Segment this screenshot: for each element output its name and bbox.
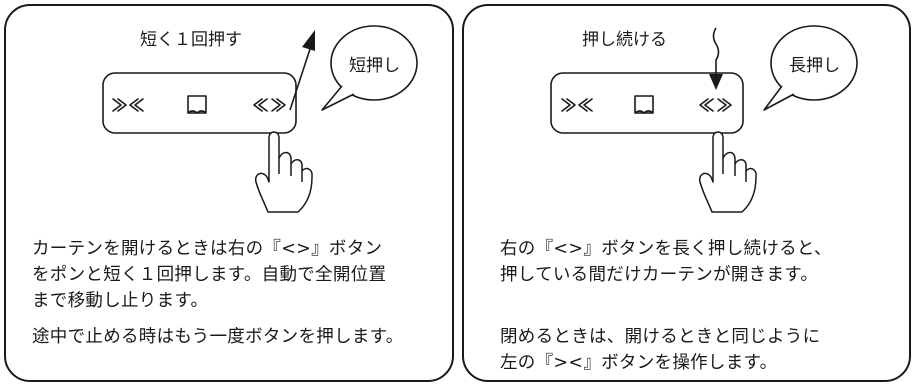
remote-control xyxy=(550,72,744,134)
description-line: 押している間だけカーテンが開きます。 xyxy=(500,265,819,285)
open-curtain-icon[interactable] xyxy=(699,98,732,112)
arrow-up-icon xyxy=(289,30,315,111)
arrow-down-icon xyxy=(709,27,723,90)
speech-bubble xyxy=(763,25,858,111)
note-line: 閉めるときは、開けるときと同じように xyxy=(500,327,821,347)
short-press-panel: 短く１回押す 短押し カーテンを開けるときは右の『<>』ボタン をポンと短く１回… xyxy=(4,4,454,382)
open-curtain-icon[interactable] xyxy=(253,98,286,112)
bubble-text: 長押し xyxy=(789,56,840,76)
close-curtain-icon[interactable] xyxy=(561,98,593,112)
bubble-text: 短押し xyxy=(349,56,400,76)
note-text: 途中で止める時はもう一度ボタンを押します。 xyxy=(32,327,404,347)
stop-curtain-icon[interactable] xyxy=(634,95,654,114)
instruction-label: 短く１回押す xyxy=(140,30,242,50)
description-line: カーテンを開けるときは右の『<>』ボタン xyxy=(32,239,383,259)
instruction-label: 押し続ける xyxy=(582,30,667,50)
stop-curtain-icon[interactable] xyxy=(187,95,207,114)
description-line: まで移動し止ります。 xyxy=(32,291,209,311)
hand-icon xyxy=(254,131,313,213)
speech-bubble xyxy=(321,25,418,111)
long-press-illustration xyxy=(550,25,858,213)
remote-control xyxy=(102,72,297,134)
close-curtain-icon[interactable] xyxy=(112,98,144,112)
hand-icon xyxy=(698,131,757,213)
short-press-illustration xyxy=(102,25,418,213)
note-line: 左の『><』ボタンを操作します。 xyxy=(500,353,778,373)
description-line: をポンと短く１回押します。自動で全開位置 xyxy=(32,265,387,285)
description-line: 右の『<>』ボタンを長く押し続けると、 xyxy=(500,239,832,259)
long-press-panel: 押し続ける 長押し 右の『<>』ボタンを長く押し続けると、 押している間だけカー… xyxy=(462,4,911,382)
